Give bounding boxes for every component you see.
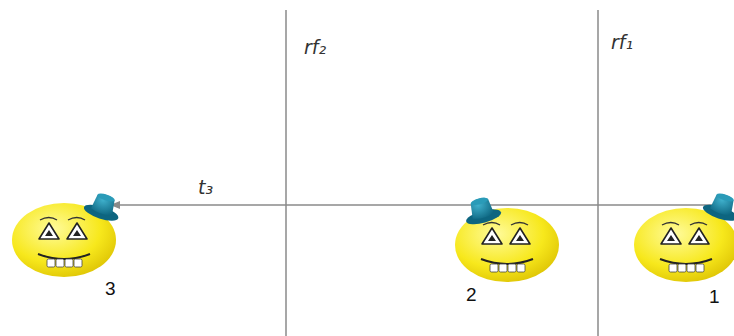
smiley-figure: 2 [452,195,564,305]
edge-label: t₃ [198,178,213,197]
smiley-figure: 3 [8,195,120,300]
callout-number: 2 [466,285,477,304]
transform-arrow [111,204,731,206]
smiley-face [8,195,120,300]
frame-label: rf₂ [304,38,326,57]
callout-number: 3 [105,279,116,298]
reference-frame-line [285,10,287,336]
smiley-figure: 1 [634,195,734,305]
reference-frame-line [597,10,599,336]
callout-number: 1 [709,287,720,306]
frame-label: rf₁ [611,33,633,52]
